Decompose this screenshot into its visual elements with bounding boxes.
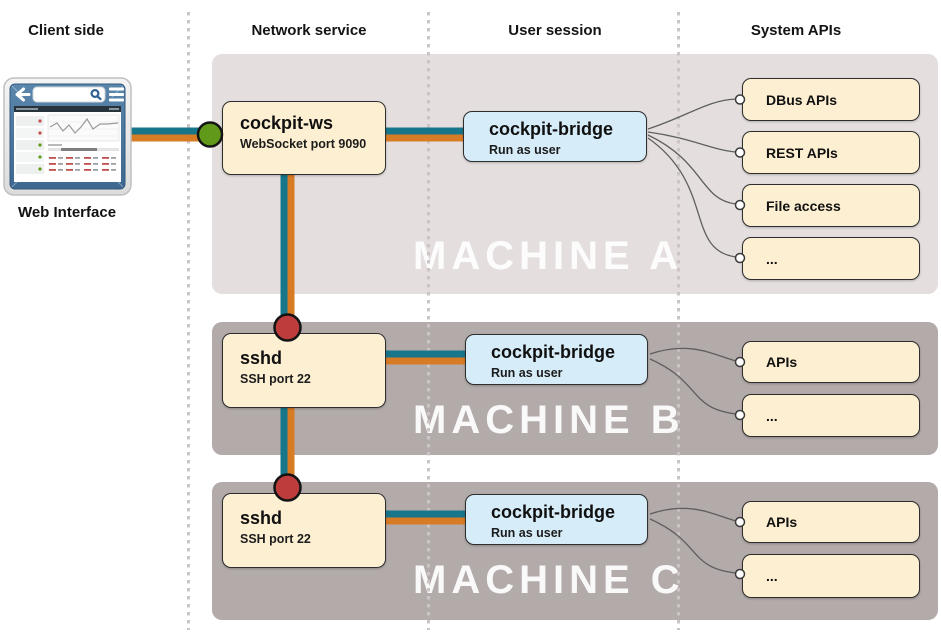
- machine-c-label: MACHINE C: [413, 558, 685, 602]
- api-box-more: ...: [742, 237, 920, 280]
- machine-a-label: MACHINE A: [413, 234, 684, 278]
- api-label: ...: [766, 250, 778, 267]
- api-label: REST APIs: [766, 144, 838, 161]
- column-header-system-apis: System APIs: [750, 22, 842, 39]
- column-header-client-side: Client side: [28, 22, 104, 39]
- column-header-network-service: Network service: [251, 22, 367, 39]
- web-interface-icon: [3, 77, 132, 196]
- sshd-subtitle: SSH port 22: [240, 371, 311, 386]
- api-label: ...: [766, 407, 778, 424]
- api-label: DBus APIs: [766, 91, 838, 108]
- cockpit-bridge-box-machine-c: cockpit-bridge Run as user: [465, 494, 648, 545]
- search-icon: [90, 89, 102, 101]
- api-box-apis: APIs: [742, 341, 920, 383]
- sshd-title: sshd: [240, 348, 283, 368]
- api-box-more: ...: [742, 554, 920, 598]
- api-box-file-access: File access: [742, 184, 920, 227]
- sshd-box-machine-b: sshd SSH port 22: [222, 333, 386, 408]
- api-label: APIs: [766, 514, 798, 530]
- sshd-box-machine-c: sshd SSH port 22: [222, 493, 386, 568]
- cockpit-bridge-subtitle: Run as user: [491, 365, 563, 380]
- cockpit-bridge-subtitle: Run as user: [489, 142, 561, 157]
- cockpit-ws-box: cockpit-ws WebSocket port 9090: [222, 101, 386, 175]
- cockpit-bridge-title: cockpit-bridge: [491, 502, 616, 522]
- sshd-subtitle: SSH port 22: [240, 531, 311, 546]
- cockpit-bridge-box-machine-b: cockpit-bridge Run as user: [465, 334, 648, 385]
- back-icon: [15, 87, 31, 102]
- cockpit-ws-subtitle: WebSocket port 9090: [240, 136, 367, 151]
- api-label: ...: [766, 568, 778, 584]
- api-box-dbus: DBus APIs: [742, 78, 920, 121]
- menu-icon: [109, 87, 124, 102]
- api-box-rest: REST APIs: [742, 131, 920, 174]
- bevel-lines: [11, 85, 124, 188]
- column-header-user-session: User session: [508, 22, 602, 39]
- url-bar: [32, 86, 106, 103]
- api-box-more: ...: [742, 394, 920, 437]
- api-box-apis: APIs: [742, 501, 920, 543]
- sshd-title: sshd: [240, 508, 283, 528]
- cockpit-bridge-box-machine-a: cockpit-bridge Run as user: [463, 111, 647, 162]
- api-label: APIs: [766, 354, 798, 370]
- cockpit-bridge-subtitle: Run as user: [491, 525, 563, 540]
- api-label: File access: [766, 197, 841, 214]
- cockpit-bridge-title: cockpit-bridge: [491, 342, 616, 362]
- cockpit-ws-title: cockpit-ws: [240, 113, 334, 133]
- dashboard-preview: [14, 106, 121, 182]
- web-interface-label: Web Interface: [17, 204, 117, 221]
- cockpit-bridge-title: cockpit-bridge: [489, 119, 614, 139]
- machine-b-label: MACHINE B: [413, 398, 685, 442]
